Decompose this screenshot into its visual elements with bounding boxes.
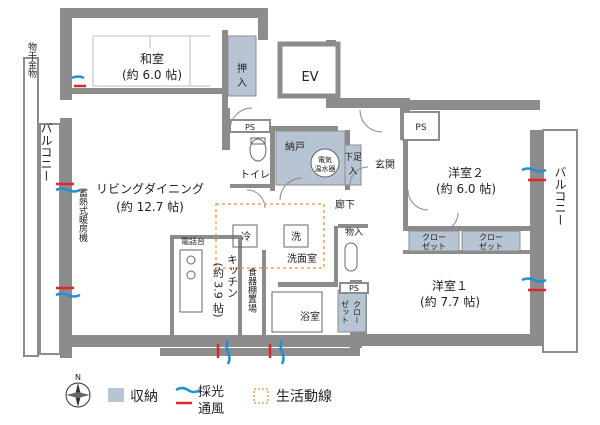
ps2-label: PS <box>415 123 426 133</box>
wash-label: 洗 <box>291 231 301 243</box>
closet-b-fill <box>461 230 521 252</box>
closet-a-line2: ゼット <box>422 241 446 251</box>
legend: N 収納 採光 通風 生活動線 <box>65 373 332 417</box>
shoe-storage-line2: 入 <box>348 166 357 177</box>
ev-shaft <box>277 41 341 99</box>
shoe-storage-line1: 下足 <box>344 152 362 163</box>
light-arrow <box>279 339 285 365</box>
light-arrow <box>521 277 547 283</box>
senmenjo-label: 洗面室 <box>287 252 317 265</box>
light-arrow <box>225 339 231 365</box>
door-swings <box>229 107 459 232</box>
water-heater-line1: 電気 <box>318 155 332 164</box>
closet-b-line2: ゼット <box>479 241 503 251</box>
toilet-label: トイレ <box>240 170 270 181</box>
legend-wind: 通風 <box>198 402 224 417</box>
genkan-label: 玄関 <box>375 158 395 171</box>
youshitsu1-size: (約 7.7 帖) <box>420 294 480 309</box>
oshiire-line2: 入 <box>237 78 247 89</box>
legend-storage: 収納 <box>130 389 158 405</box>
circulation-swatch-icon <box>253 388 269 404</box>
closet-a-fill <box>408 230 460 252</box>
youshitsu1-name: 洋室１ <box>432 278 468 293</box>
dish-shelf-label: 食器棚置場 <box>246 266 257 313</box>
light-arrow <box>521 167 547 173</box>
closet-b-line1: クロー <box>479 233 503 242</box>
washitsu-size: (約 6.0 帖) <box>122 67 182 82</box>
nando-label: 納戸 <box>285 140 305 153</box>
shoe-storage-fill <box>344 144 362 186</box>
kitchen-size: (約 3.9 帖) <box>212 262 225 317</box>
living-name: リビングダイニング <box>96 181 204 196</box>
ps-boxes <box>229 111 440 294</box>
cold-label: 冷 <box>241 230 251 243</box>
compass-icon: N <box>65 373 91 408</box>
monohoshi-label: 物干金物 <box>26 41 37 79</box>
living-size: (約 12.7 帖) <box>116 199 184 214</box>
ps1-label: PS <box>245 123 255 132</box>
light-arrow <box>71 75 85 80</box>
youshitsu2-size: (約 6.0 帖) <box>436 181 496 196</box>
balcony-left-label: バルコニー <box>39 122 53 182</box>
phone-stand-label: 電話台 <box>181 236 205 246</box>
water-heater-line2: 温水器 <box>315 164 336 173</box>
kitchen-name: キッチン <box>226 254 239 298</box>
legend-circulation: 生活動線 <box>276 389 332 405</box>
ps3-label: PS <box>349 284 359 293</box>
fixtures <box>179 137 358 333</box>
light-wind-arrows <box>55 75 547 365</box>
closet-c-line2: ゼット <box>341 300 350 324</box>
floor-heater-label: 蓄熱式暖房機 <box>77 187 88 243</box>
compass-n: N <box>75 373 81 382</box>
irekomi-label: 物入 <box>345 226 363 238</box>
oshiire-line1: 押 <box>237 62 247 75</box>
room-labels: 和室 (約 6.0 帖) 押 入 EV PS PS PS 納戸 電気 温水器 下… <box>26 41 567 324</box>
storage-swatch-icon <box>108 388 124 402</box>
ev-label: EV <box>301 70 318 85</box>
rouka-label: 廊下 <box>335 198 355 211</box>
oshiire-fill <box>227 35 257 97</box>
closet-a-line1: クロー <box>422 233 446 242</box>
tatami-lines <box>92 35 210 87</box>
closet-c-line1: クロー <box>353 300 362 324</box>
legend-light: 採光 <box>198 385 224 400</box>
light-arrow <box>55 187 81 193</box>
circulation-area <box>215 203 325 269</box>
balcony-right-label: バルコニー <box>553 166 567 226</box>
light-arrow <box>55 292 81 298</box>
storage-areas <box>227 35 521 333</box>
yokushitsu-label: 浴室 <box>300 310 320 323</box>
washitsu-name: 和室 <box>140 51 164 66</box>
youshitsu2-name: 洋室２ <box>448 165 484 180</box>
balcony-rails <box>23 57 578 357</box>
light-legend-icon <box>175 386 201 394</box>
